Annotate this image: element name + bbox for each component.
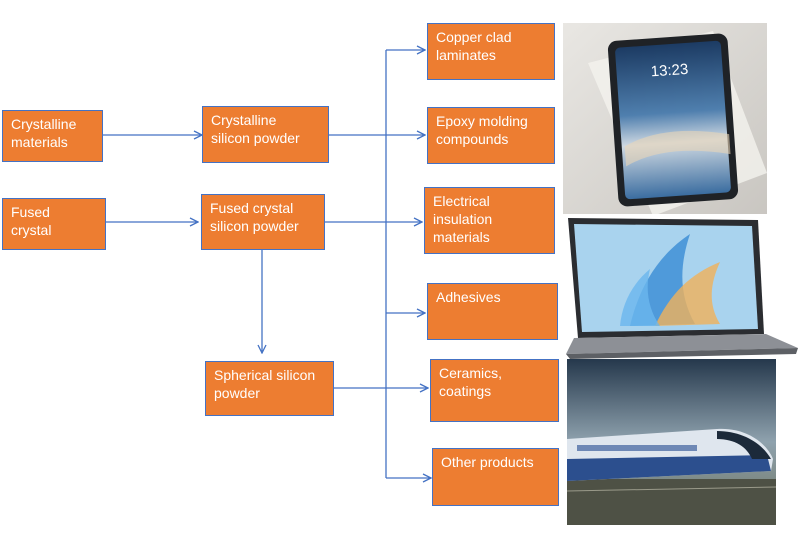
copper-clad-laminates-box: Copper clad laminates [427, 23, 555, 80]
crystalline-materials-box: Crystalline materials [2, 110, 103, 162]
tablet-photo: 13:23 [563, 23, 767, 216]
ceramics-coatings-box: Ceramics, coatings [430, 359, 559, 422]
electrical-insulation-materials-box: Electrical insulation materials [424, 187, 555, 254]
epoxy-molding-compounds-box: Epoxy molding compounds [427, 107, 555, 164]
train-photo [567, 359, 776, 525]
laptop-photo [560, 214, 800, 362]
fused-crystal-silicon-powder-box: Fused crystal silicon powder [201, 194, 325, 250]
crystalline-silicon-powder-box: Crystalline silicon powder [202, 106, 329, 163]
fused-crystal-box: Fused crystal [2, 198, 106, 250]
tablet-clock: 13:23 [650, 61, 689, 81]
spherical-silicon-powder-box: Spherical silicon powder [205, 361, 334, 416]
adhesives-box: Adhesives [427, 283, 558, 340]
other-products-box: Other products [432, 448, 559, 506]
